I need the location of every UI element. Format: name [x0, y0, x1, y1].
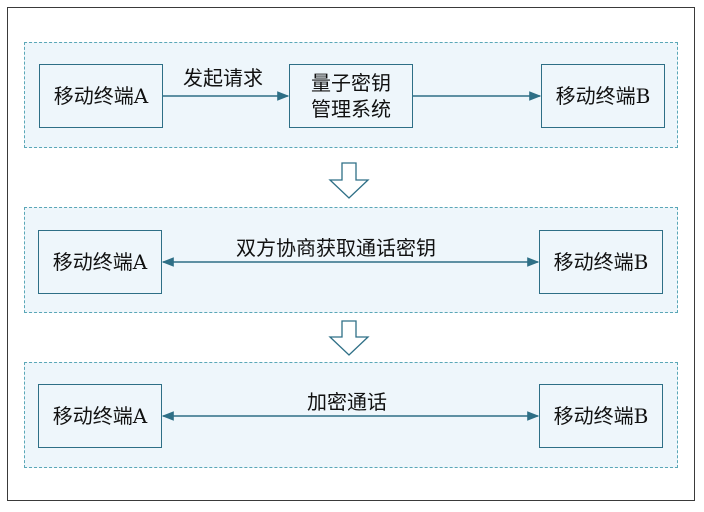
stage3-label: 加密通话	[307, 390, 387, 414]
figure-frame	[7, 7, 695, 501]
stage1-request-label: 发起请求	[183, 66, 263, 90]
stage3-terminal-b: 移动终端B	[539, 384, 663, 448]
down-arrow-stage1-to-stage2	[328, 162, 370, 199]
stage2-terminal-b: 移动终端B	[539, 230, 663, 294]
down-arrow-stage2-to-stage3	[328, 320, 370, 356]
stage2-terminal-a: 移动终端A	[38, 230, 162, 294]
stage2-label: 双方协商获取通话密钥	[236, 236, 436, 260]
stage1-terminal-a: 移动终端A	[39, 64, 163, 128]
stage1-terminal-b: 移动终端B	[541, 64, 665, 128]
stage1-key-system: 量子密钥 管理系统	[289, 64, 413, 128]
stage3-terminal-a: 移动终端A	[38, 384, 162, 448]
